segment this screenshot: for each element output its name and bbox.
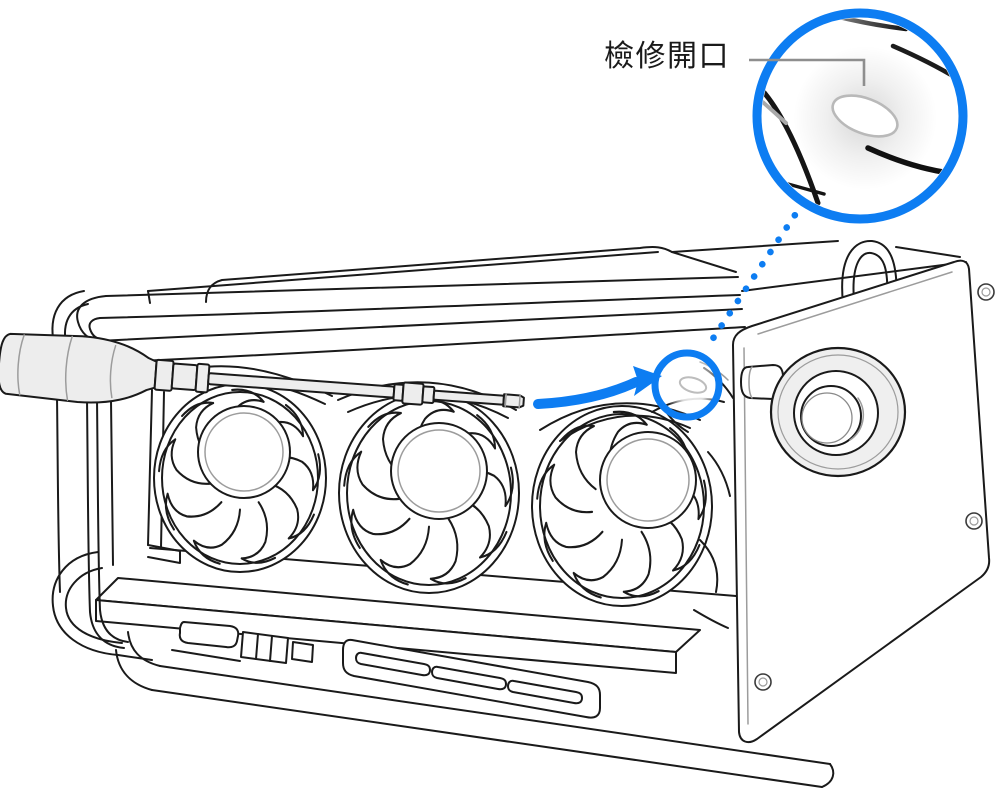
callout-label: 檢修開口 xyxy=(604,40,730,73)
dotted-connector-icon xyxy=(702,199,807,353)
label-leader-line xyxy=(749,58,866,86)
screw-icon xyxy=(754,673,772,691)
cooling-fan-right xyxy=(531,405,713,607)
access-opening-area xyxy=(539,356,729,442)
left-frame-legs xyxy=(51,395,153,661)
circle-highlight-icon xyxy=(651,349,723,421)
side-panel xyxy=(732,259,995,744)
screwdriver xyxy=(0,332,525,409)
port-row xyxy=(171,621,601,719)
handle-ring xyxy=(769,346,907,478)
annotations xyxy=(533,8,968,421)
access-opening xyxy=(678,376,708,394)
bottom-shelf xyxy=(95,577,701,674)
screw-icon xyxy=(977,283,995,301)
magnified-view-circle-icon xyxy=(752,8,968,224)
access-opening-magnified xyxy=(831,94,899,138)
cooling-fan-middle xyxy=(338,392,520,594)
cooling-fans xyxy=(153,367,734,629)
screw-icon xyxy=(965,512,983,530)
curved-arrow-icon xyxy=(533,366,662,409)
cooling-fan-left xyxy=(153,383,327,573)
panel-screws xyxy=(754,283,995,691)
